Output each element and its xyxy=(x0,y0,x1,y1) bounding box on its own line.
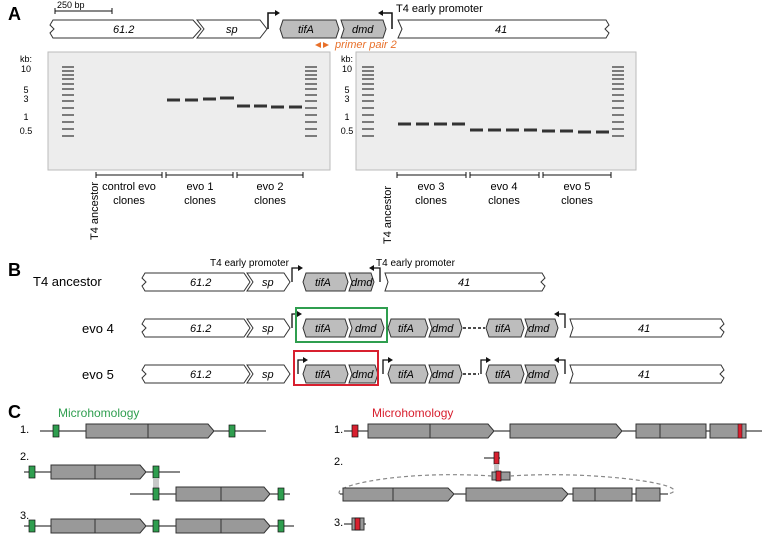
step-label-left-2: 2. xyxy=(20,451,29,463)
scale-bar-label: 250 bp xyxy=(57,0,85,10)
row-label-evo4: evo 4 xyxy=(82,321,114,336)
primer-label: primer pair 2 xyxy=(334,39,397,51)
step-label-left-1: 1. xyxy=(20,424,29,436)
label-evo1-1: evo 1 xyxy=(187,181,214,193)
label-evo2-1: evo 2 xyxy=(257,181,284,193)
red-step-2 xyxy=(338,451,675,502)
panel-letter-c: C xyxy=(8,402,21,422)
duplication-box-green xyxy=(295,307,388,343)
kb-tick-left-1: 5 xyxy=(23,85,28,95)
label-evo3-2: clones xyxy=(415,195,447,207)
gene-dmd-ancestor: dmd xyxy=(351,277,373,289)
kb-tick-left-0: 10 xyxy=(21,64,31,74)
step-label-right-3: 3. xyxy=(334,517,343,529)
gene-dmd-evo5-1: dmd xyxy=(352,369,374,381)
gene-dmd-evo5-3: dmd xyxy=(528,369,550,381)
promoter-label-b-right: T4 early promoter xyxy=(376,258,456,269)
kb-tick-right-1: 5 xyxy=(344,85,349,95)
kb-tick-right-4: 0.5 xyxy=(341,126,354,136)
gene-tifA-ancestor: tifA xyxy=(315,277,331,289)
gene-sp-evo4: sp xyxy=(262,323,274,335)
gene-41-evo4: 41 xyxy=(638,323,650,335)
scale-bar: 250 bp xyxy=(54,0,113,14)
kb-tick-left-3: 1 xyxy=(23,112,28,122)
gene-61-2-evo5: 61.2 xyxy=(190,369,211,381)
green-step-3 xyxy=(24,518,294,534)
step-label-right-1: 1. xyxy=(334,424,343,436)
gene-dmd-evo5-2: dmd xyxy=(432,369,454,381)
microhomology-title-green: Microhomology xyxy=(58,406,139,420)
kb-tick-right-2: 3 xyxy=(344,94,349,104)
label-evo2-2: clones xyxy=(254,195,286,207)
promoter-label-b-left: T4 early promoter xyxy=(210,258,290,269)
microhomology-title-red: Microhomology xyxy=(372,406,453,420)
brackets-left xyxy=(95,172,304,178)
gene-map-ancestor: 61.2 sp tifA dmd 41 xyxy=(141,265,546,292)
duplication-box-red xyxy=(293,350,379,386)
label-control-2: clones xyxy=(113,195,145,207)
gene-tifA-evo4-2: tifA xyxy=(398,323,414,335)
kb-tick-right-0: 10 xyxy=(342,64,352,74)
label-t4-ancestor-left: T4 ancestor xyxy=(89,182,101,240)
gene-tifA-evo5-2: tifA xyxy=(398,369,414,381)
gene-41-ancestor: 41 xyxy=(458,277,470,289)
gene-map-evo4: 61.2 sp tifA dmd tifA dmd tifA dmd 41 xyxy=(141,307,725,343)
row-label-evo5: evo 5 xyxy=(82,367,114,382)
gene-41: 41 xyxy=(495,24,507,36)
gene-tifA-evo5-3: tifA xyxy=(495,369,511,381)
step-label-left-3: 3. xyxy=(20,510,29,522)
panel-letter-a: A xyxy=(8,4,21,24)
gene-map-a: 61.2 sp tifA dmd T4 early promoter 41 xyxy=(49,3,610,39)
gene-tifA-evo4-3: tifA xyxy=(495,323,511,335)
gel-left xyxy=(47,51,331,171)
gene-map-evo5: 61.2 sp tifA dmd tifA dmd tifA dmd 41 xyxy=(141,350,725,386)
gene-sp-evo5: sp xyxy=(262,369,274,381)
gene-sp: sp xyxy=(226,24,238,36)
gene-61-2: 61.2 xyxy=(113,24,134,36)
gene-tifA-evo5-1: tifA xyxy=(315,369,331,381)
panel-letter-b: B xyxy=(8,260,21,280)
label-control-1: control evo xyxy=(102,181,156,193)
green-step-2 xyxy=(24,464,290,502)
label-evo3-1: evo 3 xyxy=(418,181,445,193)
label-evo5-2: clones xyxy=(561,195,593,207)
brackets-right xyxy=(396,172,612,178)
red-step-1 xyxy=(344,423,762,439)
kb-tick-right-3: 1 xyxy=(344,112,349,122)
label-evo4-1: evo 4 xyxy=(491,181,518,193)
label-evo5-1: evo 5 xyxy=(564,181,591,193)
kb-tick-left-2: 3 xyxy=(23,94,28,104)
red-step-3 xyxy=(344,517,366,531)
gene-dmd-evo4-1: dmd xyxy=(355,323,377,335)
step-label-right-2: 2. xyxy=(334,456,343,468)
gene-tifA-evo4-1: tifA xyxy=(315,323,331,335)
gene-dmd-evo4-3: dmd xyxy=(528,323,550,335)
green-step-1 xyxy=(40,423,266,439)
kb-title-right: kb: xyxy=(341,54,353,64)
label-t4-ancestor-right: T4 ancestor xyxy=(382,186,394,244)
gene-dmd-evo4-2: dmd xyxy=(432,323,454,335)
gel-right xyxy=(355,51,637,171)
promoter-label-a: T4 early promoter xyxy=(396,3,483,15)
gene-61-2-evo4: 61.2 xyxy=(190,323,211,335)
kb-tick-left-4: 0.5 xyxy=(20,126,33,136)
gene-tifA: tifA xyxy=(298,24,314,36)
gene-41-evo5: 41 xyxy=(638,369,650,381)
gene-61-2-ancestor: 61.2 xyxy=(190,277,211,289)
primer-pair-marker: primer pair 2 xyxy=(315,39,397,51)
kb-title-left: kb: xyxy=(20,54,32,64)
gene-dmd: dmd xyxy=(352,24,374,36)
gene-sp-ancestor: sp xyxy=(262,277,274,289)
row-label-ancestor: T4 ancestor xyxy=(33,274,102,289)
label-evo4-2: clones xyxy=(488,195,520,207)
label-evo1-2: clones xyxy=(184,195,216,207)
